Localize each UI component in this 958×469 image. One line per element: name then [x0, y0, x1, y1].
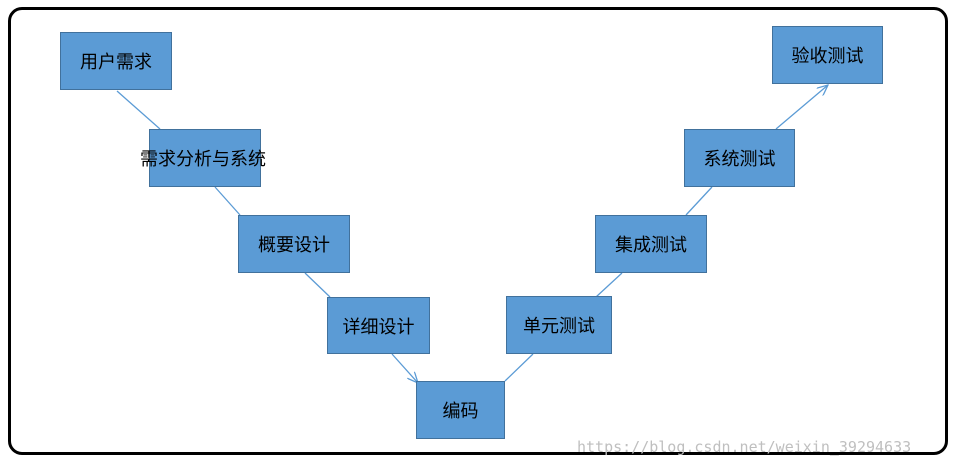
- edge-detailed-design-to-coding: [391, 353, 418, 383]
- node-system-testing: 系统测试: [684, 129, 795, 187]
- node-coding: 编码: [416, 381, 505, 439]
- node-integration-testing: 集成测试: [595, 215, 707, 273]
- node-unit-testing: 单元测试: [506, 296, 612, 354]
- edge-coding-to-unit-testing: [504, 353, 534, 382]
- edge-requirements-analysis-to-high-level-design: [214, 186, 241, 216]
- node-requirements-analysis: 需求分析与系统: [140, 129, 266, 187]
- node-high-level-design: 概要设计: [238, 215, 350, 273]
- edge-system-testing-to-acceptance-testing: [775, 85, 828, 130]
- edge-integration-testing-to-system-testing: [685, 186, 713, 216]
- edge-high-level-design-to-detailed-design: [304, 272, 331, 298]
- node-user-requirements: 用户需求: [60, 32, 172, 90]
- edge-user-requirements-to-requirements-analysis: [116, 90, 161, 130]
- edge-unit-testing-to-integration-testing: [595, 272, 623, 298]
- watermark-text: https://blog.csdn.net/weixin_39294633: [577, 438, 912, 456]
- node-detailed-design: 详细设计: [327, 297, 430, 354]
- node-acceptance-testing: 验收测试: [772, 26, 883, 84]
